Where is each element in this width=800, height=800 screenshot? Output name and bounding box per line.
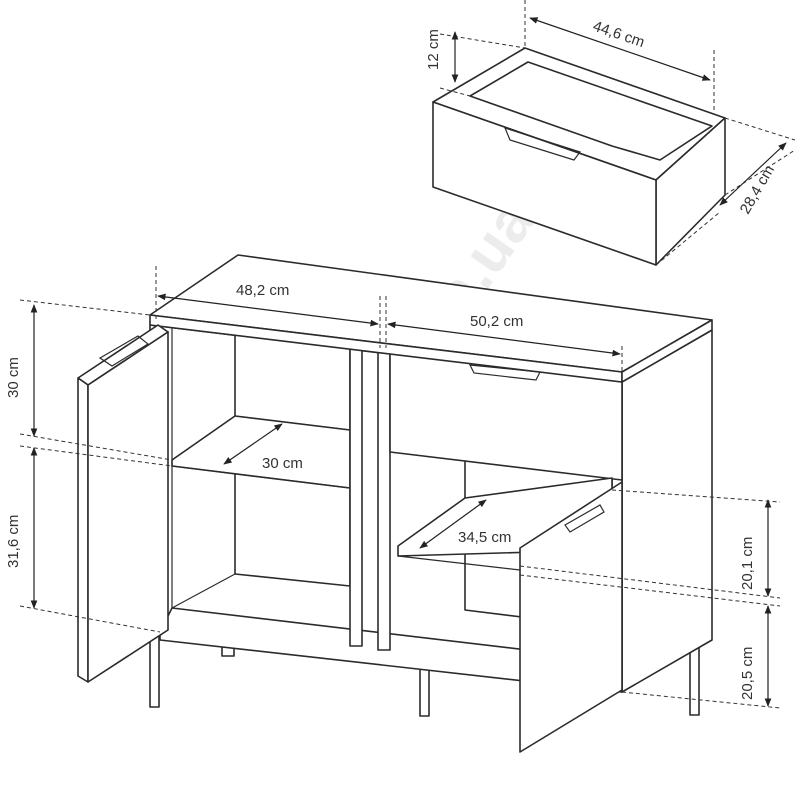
left-upper-height-label: 30 cm xyxy=(5,357,22,398)
right-upper-height-label: 20,1 cm xyxy=(739,537,756,590)
drawer-width-label: 44,6 cm xyxy=(591,18,647,51)
left-width-label: 48,2 cm xyxy=(236,282,289,299)
right-lower-height-label: 20,5 cm xyxy=(739,647,756,700)
right-shelf-depth-label: 34,5 cm xyxy=(458,529,511,546)
left-lower-height-label: 31,6 cm xyxy=(5,515,22,568)
drawer-illustration xyxy=(432,47,726,266)
drawer-height-label: 12 cm xyxy=(425,29,442,70)
left-shelf-depth-label: 30 cm xyxy=(262,455,303,472)
cabinet-illustration xyxy=(77,254,713,753)
right-width-label: 50,2 cm xyxy=(470,313,523,330)
cabinet-dimensions: 48,2 cm 50,2 cm 30 cm 31,6 cm 30 cm 34,5… xyxy=(5,266,781,709)
